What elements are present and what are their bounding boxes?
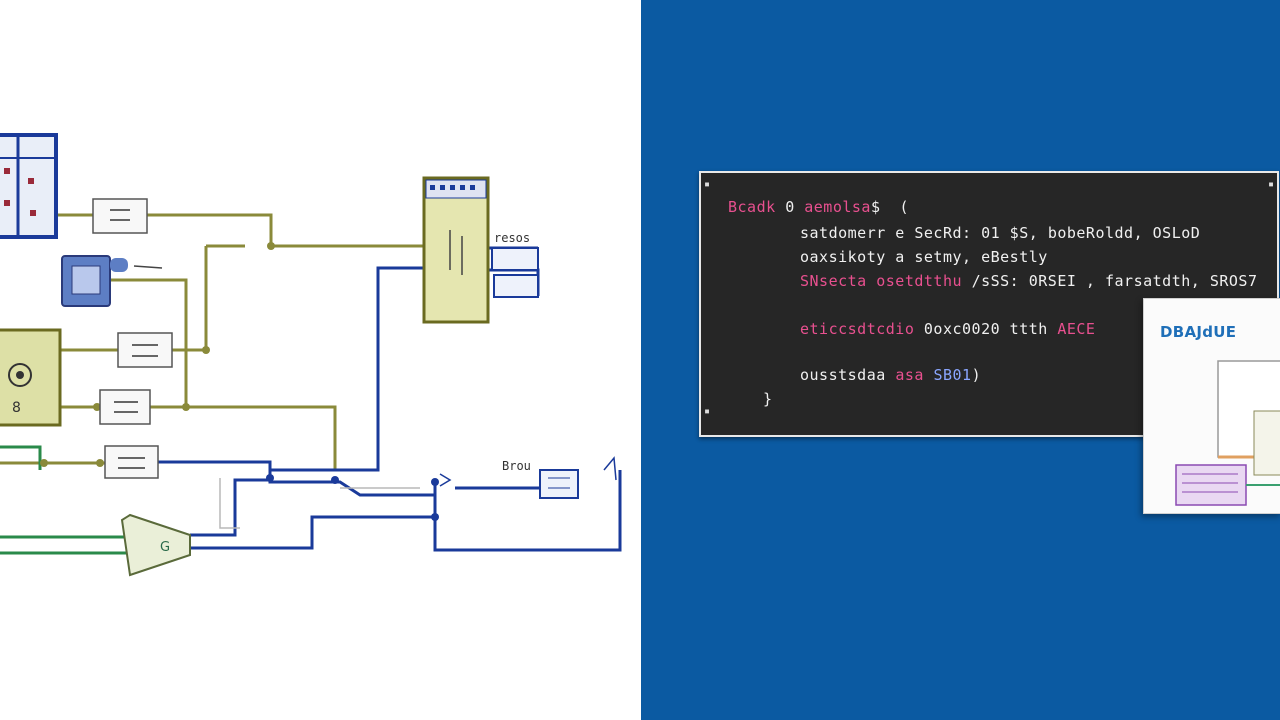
code-token: , (1076, 272, 1105, 290)
resistor (117, 332, 173, 368)
code-token: aemolsa (804, 198, 871, 216)
code-line: Bcadk 0 aemolsa$ ( (728, 198, 909, 216)
junction-dot (431, 478, 439, 486)
connector (491, 247, 539, 271)
code-token: ) (971, 366, 982, 384)
net-label: Brou (502, 459, 531, 473)
junction-dot (267, 242, 275, 250)
net-label: resos (494, 231, 530, 245)
code-line: } (763, 390, 773, 408)
schematic-canvas[interactable]: 8 G resos Brou (0, 0, 641, 720)
code-token: Bcadk (728, 198, 786, 216)
window-corner-icon: ▪ (704, 406, 711, 417)
junction-dot (431, 513, 439, 521)
resistor (104, 445, 159, 479)
resistor (99, 389, 151, 425)
code-token: satdomerr e (800, 224, 915, 242)
code-line: eticcsdtcdio 0oxc0020 ttth AECE (800, 320, 1095, 338)
ic-block-blue (0, 133, 58, 239)
code-token: OSLoD (1152, 224, 1201, 242)
junction-dot (96, 459, 104, 467)
microcontroller-ic (422, 176, 490, 324)
junction-dot (40, 459, 48, 467)
code-token: ousstsdaa (800, 366, 896, 384)
code-token: bobeRoldd, (1047, 224, 1153, 242)
junction-dot (266, 474, 274, 482)
code-line: satdomerr e SecRd: 01 $S, bobeRoldd, OSL… (800, 224, 1200, 242)
wire (268, 470, 435, 497)
code-token: oaxsikoty a setmy, (800, 248, 982, 266)
wire (433, 470, 622, 552)
junction-dot (331, 476, 339, 484)
connector (493, 274, 539, 298)
resistor (92, 198, 148, 234)
code-token: } (763, 390, 773, 408)
code-token: eBestly (981, 248, 1048, 266)
wire (0, 445, 42, 470)
wire (158, 266, 424, 472)
power-module: 8 (0, 328, 62, 427)
connector (539, 469, 579, 499)
code-token: farsatdth, (1105, 272, 1210, 290)
window-corner-icon: ▪ (704, 179, 711, 190)
code-token: 0oxc0020 ttth (923, 320, 1058, 338)
wire (110, 278, 337, 470)
preview-window[interactable]: DBAJdUE (1143, 298, 1280, 514)
code-token: SNsecta osetdtthu (800, 272, 972, 290)
code-token: $ ( (870, 198, 910, 216)
op-amp: G (120, 513, 191, 577)
code-line: oaxsikoty a setmy, eBestly (800, 248, 1048, 266)
code-line: SNsecta osetdtthu /sSS: 0RSEI , farsatdt… (800, 272, 1258, 290)
junction-dot (202, 346, 210, 354)
window-corner-icon: ▪ (1267, 179, 1274, 190)
preview-title: DBAJdUE (1160, 323, 1237, 341)
code-token: SB01 (933, 366, 972, 384)
wire (190, 515, 435, 550)
svg-text:8: 8 (12, 400, 21, 416)
code-token: asa (895, 366, 934, 384)
code-token: AECE (1057, 320, 1096, 338)
circuit-schematic: 8 G resos Brou (0, 133, 622, 577)
wire (190, 478, 270, 537)
code-token: 0 (785, 198, 805, 216)
code-line: ousstsdaa asa SB01) (800, 366, 981, 384)
junction-dot (182, 403, 190, 411)
wire (147, 213, 424, 248)
code-token: SROS7 (1209, 272, 1258, 290)
code-token: eticcsdtcdio (800, 320, 924, 338)
junction-dot (93, 403, 101, 411)
svg-text:G: G (160, 540, 170, 555)
code-token: SecRd: 01 $S, (914, 224, 1048, 242)
code-token: /sSS: 0RSEI (971, 272, 1077, 290)
preview-diagram (1175, 360, 1280, 506)
sensor-chip (61, 255, 163, 307)
